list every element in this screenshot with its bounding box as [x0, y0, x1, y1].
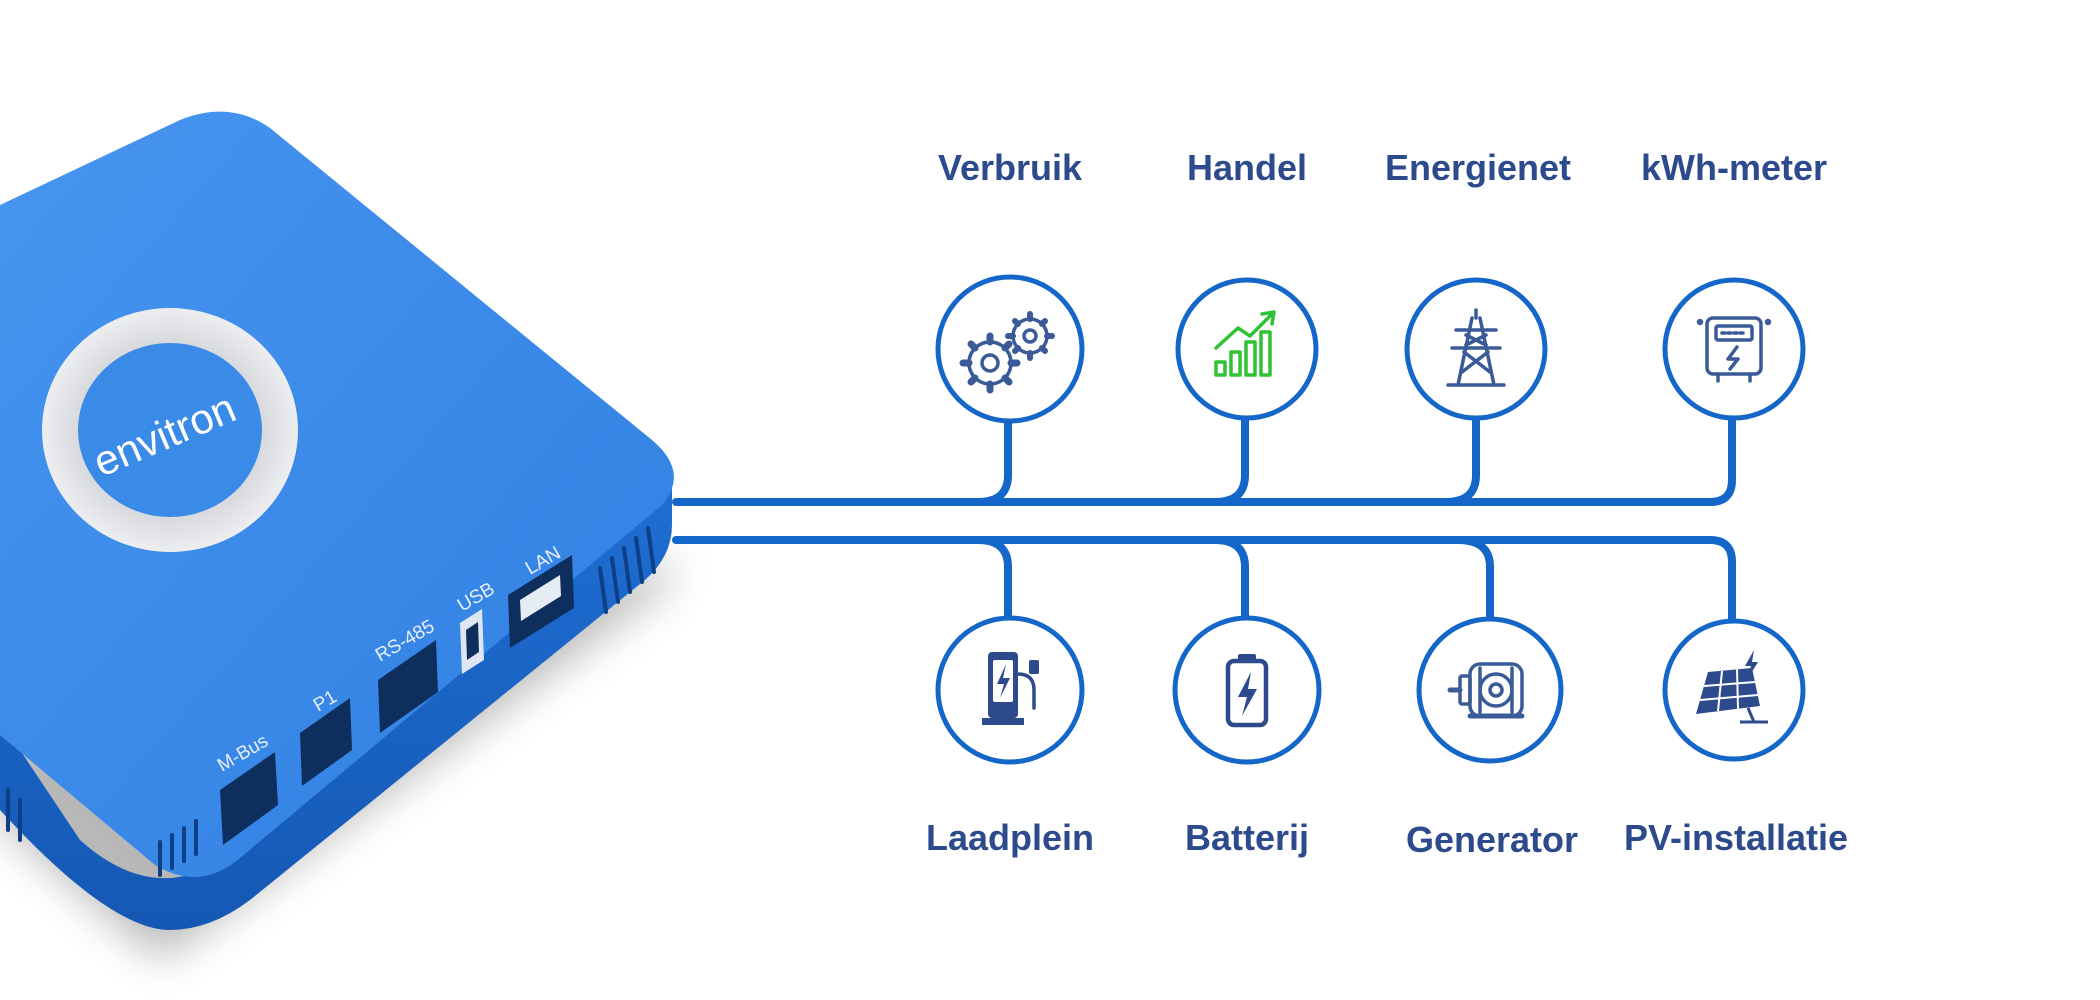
bottom-nodes: Laadplein Batterij [926, 615, 1848, 860]
node-laadplein: Laadplein [926, 615, 1094, 858]
top-branch-verbruik [974, 410, 1012, 506]
generator-icon [1447, 662, 1525, 719]
port-lan: LAN [508, 543, 574, 648]
node-label-energienet: Energienet [1385, 147, 1571, 188]
top-bus-wire [672, 408, 1736, 506]
bottom-branch-generator [1454, 536, 1494, 622]
node-label-pv-installatie: PV-installatie [1624, 817, 1848, 858]
node-label-handel: Handel [1187, 147, 1307, 188]
bottom-branch-batterij [1211, 536, 1249, 622]
battery-icon [1225, 654, 1269, 728]
node-verbruik: Verbruik [935, 147, 1085, 424]
charging-station-icon [982, 652, 1039, 725]
node-label-verbruik: Verbruik [938, 147, 1083, 188]
device-top [0, 111, 674, 877]
bottom-bus-wire [672, 536, 1736, 622]
top-branch-handel [1211, 410, 1249, 506]
trend-chart-icon [1214, 310, 1276, 377]
envitron-device: envitron M-Bus P1 [0, 111, 680, 960]
node-batterij: Batterij [1172, 615, 1322, 858]
top-branch-energienet [1442, 410, 1480, 506]
node-pv-installatie: PV-installatie [1624, 618, 1848, 858]
bottom-branch-laadplein [974, 536, 1012, 622]
top-nodes: Verbruik [935, 147, 1827, 424]
front-vents [6, 788, 198, 877]
logo-disc [78, 343, 262, 517]
node-label-laadplein: Laadplein [926, 817, 1094, 858]
node-handel: Handel [1175, 147, 1319, 421]
power-tower-icon [1446, 308, 1506, 387]
node-label-batterij: Batterij [1185, 817, 1309, 858]
node-label-generator: Generator [1406, 819, 1578, 860]
gears-icon [959, 311, 1055, 394]
node-circle-verbruik [935, 274, 1085, 424]
node-generator: Generator [1406, 616, 1578, 860]
node-kwh-meter: kWh-meter [1641, 147, 1827, 421]
connection-wires [672, 408, 1736, 622]
side-vents [598, 526, 656, 614]
node-energienet: Energienet [1385, 147, 1571, 421]
solar-panel-icon [1696, 650, 1768, 724]
node-label-kwh-meter: kWh-meter [1641, 147, 1827, 188]
kwh-meter-icon [1696, 316, 1772, 383]
